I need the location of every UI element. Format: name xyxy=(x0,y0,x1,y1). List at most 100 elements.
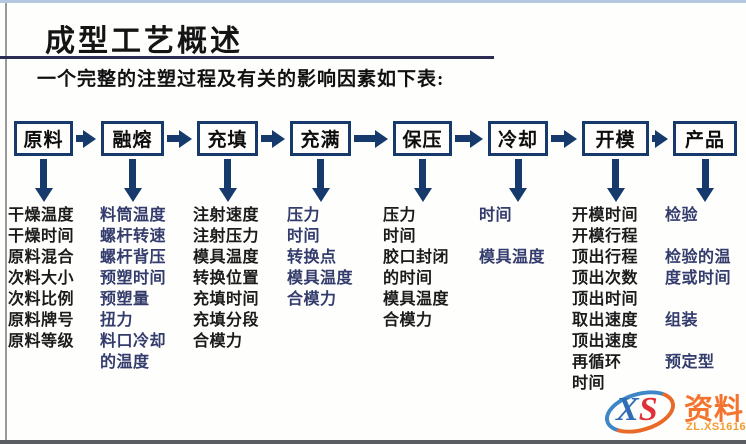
process-step-box-6: 冷却 xyxy=(488,121,548,156)
factor-item: 原料混合 xyxy=(8,249,75,266)
flow-right-arrow-icon xyxy=(167,135,180,142)
bottom-border-line xyxy=(0,440,746,444)
factor-item: 时间 xyxy=(572,375,606,392)
watermark-logo: XS 资料网 ZL.XS1616.COM xyxy=(598,382,746,442)
process-step-box-5: 保压 xyxy=(393,121,452,156)
flow-down-arrow-icon xyxy=(317,159,324,189)
factor-item: 预塑量 xyxy=(100,291,150,308)
factor-item: 合模力 xyxy=(287,291,337,308)
factor-item: 扭力 xyxy=(100,312,134,329)
factor-item: 的温度 xyxy=(100,354,150,371)
factor-item: 螺杆背压 xyxy=(100,249,167,266)
factor-column-5: 压力时间胶口封闭的时间模具温度合模力 xyxy=(383,205,449,331)
factor-column-8: 检验 检验的温度或时间 组装 预定型 xyxy=(665,205,731,373)
flow-right-arrow-icon xyxy=(455,135,471,142)
process-step-box-1: 原料 xyxy=(14,121,73,156)
process-step-box-3: 充填 xyxy=(197,121,258,156)
factor-item: 时间 xyxy=(383,228,417,245)
factor-item: 顶出次数 xyxy=(572,270,639,287)
process-step-label: 保压 xyxy=(402,130,443,151)
left-border-line xyxy=(5,3,7,440)
factor-item: 次料大小 xyxy=(8,270,75,287)
watermark-letter-s: S xyxy=(638,391,658,428)
page-subtitle: 一个完整的注塑过程及有关的影响因素如下表: xyxy=(37,69,445,90)
process-step-box-4: 充满 xyxy=(290,121,351,156)
factor-item: 顶出速度 xyxy=(572,333,639,350)
factor-item: 预定型 xyxy=(665,354,715,371)
flow-down-arrow-icon xyxy=(224,159,231,189)
factor-item: 充填分段 xyxy=(193,312,260,329)
factor-item: 合模力 xyxy=(193,333,243,350)
factor-item: 的时间 xyxy=(383,270,433,287)
flow-down-arrow-icon xyxy=(129,159,136,189)
factor-item: 转换位置 xyxy=(193,270,260,287)
factor-item: 充填时间 xyxy=(193,291,260,308)
flow-down-arrow-icon xyxy=(514,159,522,189)
title-underline xyxy=(0,56,494,59)
factor-item: 干燥时间 xyxy=(8,228,75,245)
top-border-line xyxy=(0,0,746,3)
flow-right-arrow-icon xyxy=(551,135,565,142)
factor-column-2: 料筒温度螺杆转速螺杆背压预塑时间预塑量扭力料口冷却的温度 xyxy=(100,205,166,373)
flow-right-arrow-icon xyxy=(354,135,376,142)
factor-item: 原料等级 xyxy=(8,333,75,350)
factor-spacer xyxy=(665,289,731,310)
factor-spacer xyxy=(665,331,731,352)
flow-down-arrow-icon xyxy=(701,159,709,189)
factor-item: 转换点 xyxy=(287,249,337,266)
process-step-box-2: 融熔 xyxy=(101,121,164,156)
factor-item: 压力 xyxy=(287,207,321,224)
factor-item: 再循环 xyxy=(572,354,622,371)
factor-item: 干燥温度 xyxy=(8,207,75,224)
page-title: 成型工艺概述 xyxy=(45,25,243,58)
process-step-box-7: 开模 xyxy=(582,121,649,156)
process-step-label: 开模 xyxy=(595,130,636,151)
factor-item: 胶口封闭 xyxy=(383,249,450,266)
factor-item: 模具温度 xyxy=(287,270,354,287)
flow-down-arrow-icon xyxy=(612,159,619,189)
process-step-box-8: 产品 xyxy=(673,121,737,156)
factor-item: 开模行程 xyxy=(572,228,639,245)
factor-item: 开模时间 xyxy=(572,207,639,224)
factor-item: 模具温度 xyxy=(383,291,450,308)
factor-item: 压力 xyxy=(383,207,417,224)
process-step-label: 充填 xyxy=(207,130,248,151)
factor-item: 顶出时间 xyxy=(572,291,639,308)
factor-item: 顶出行程 xyxy=(572,249,639,266)
flow-right-arrow-icon xyxy=(76,135,84,142)
watermark-letter-x: X xyxy=(616,391,639,428)
factor-item: 合模力 xyxy=(383,312,433,329)
factor-item: 注射速度 xyxy=(193,207,260,224)
process-step-label: 冷却 xyxy=(497,130,538,151)
factor-item: 注射压力 xyxy=(193,228,260,245)
factor-item: 检验 xyxy=(665,207,699,224)
factor-item: 时间 xyxy=(287,228,321,245)
watermark-site-name: 资料网 xyxy=(684,394,746,426)
factor-item: 模具温度 xyxy=(479,249,546,266)
process-step-label: 产品 xyxy=(684,130,725,151)
process-step-label: 充满 xyxy=(300,130,341,151)
factor-item: 组装 xyxy=(665,312,699,329)
factor-column-1: 干燥温度干燥时间原料混合次料大小次料比例原料牌号原料等级 xyxy=(8,205,74,352)
factor-item: 模具温度 xyxy=(193,249,260,266)
factor-item: 取出速度 xyxy=(572,312,639,329)
flow-right-arrow-icon xyxy=(261,135,273,142)
factor-item: 度或时间 xyxy=(665,270,732,287)
factor-column-4: 压力时间转换点模具温度合模力 xyxy=(287,205,353,310)
factor-item: 时间 xyxy=(479,207,513,224)
factor-spacer xyxy=(665,226,731,247)
factor-item: 原料牌号 xyxy=(8,312,75,329)
factor-item: 检验的温 xyxy=(665,249,732,266)
flow-down-arrow-icon xyxy=(419,159,426,189)
watermark-site-url: ZL.XS1616.COM xyxy=(686,421,746,433)
factor-item: 料筒温度 xyxy=(100,207,167,224)
watermark-xs-monogram: XS xyxy=(616,388,658,432)
factor-column-7: 开模时间开模行程顶出行程顶出次数顶出时间取出速度顶出速度再循环时间 xyxy=(572,205,638,394)
factor-spacer xyxy=(479,226,545,247)
process-step-label: 融熔 xyxy=(112,130,153,151)
factor-item: 螺杆转速 xyxy=(100,228,167,245)
flow-down-arrow-icon xyxy=(40,159,47,189)
factor-item: 料口冷却 xyxy=(100,333,167,350)
factor-column-3: 注射速度注射压力模具温度转换位置充填时间充填分段合模力 xyxy=(193,205,259,352)
